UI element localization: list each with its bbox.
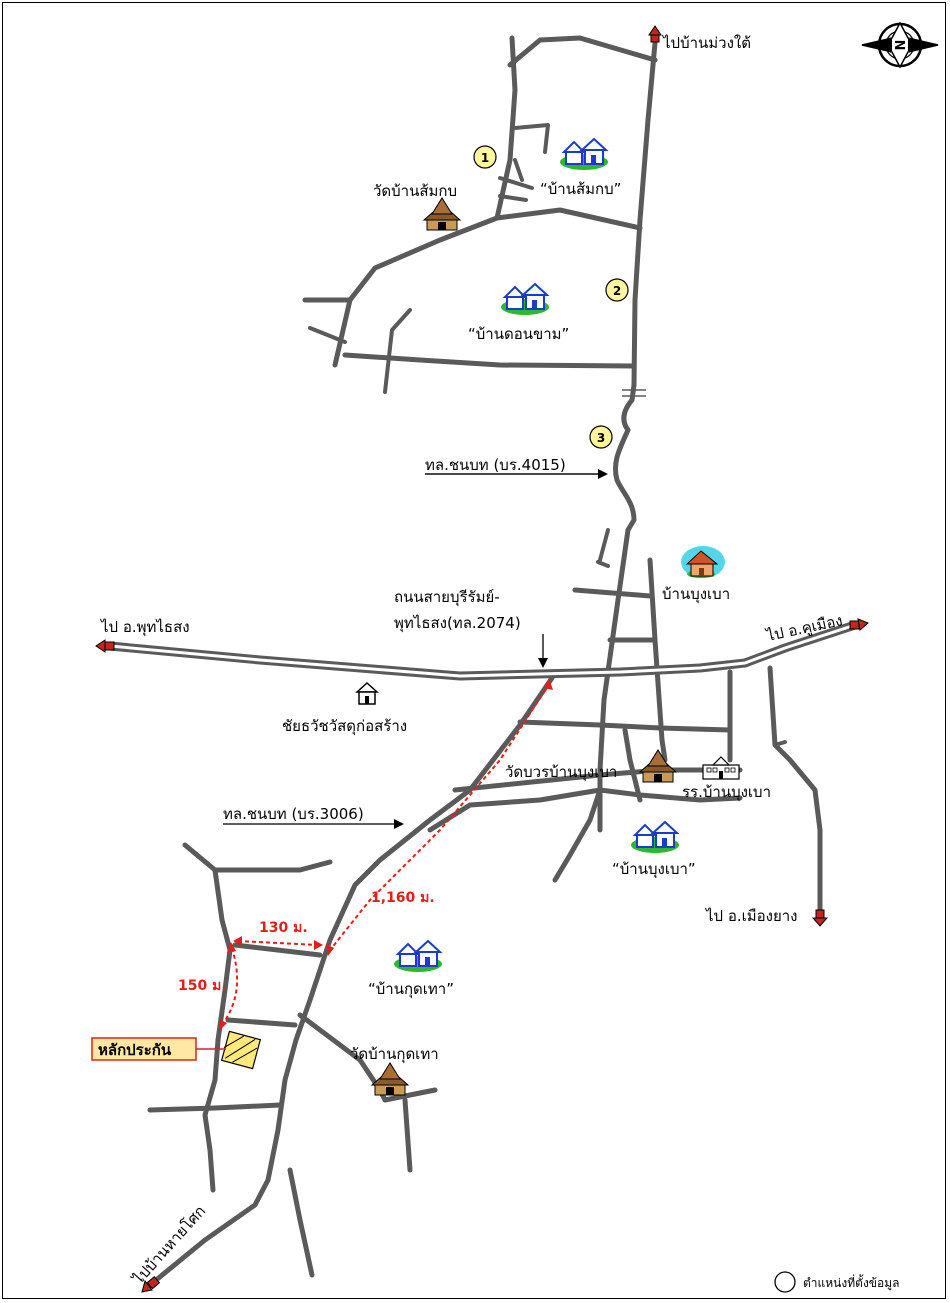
distance-1160-line [329, 683, 550, 951]
road-top-east [494, 207, 643, 231]
ban-donkham-label: “บ้านดอนขาม” [468, 325, 569, 343]
marker-2-label: 2 [613, 284, 621, 298]
distance-arrowhead [544, 678, 553, 690]
wat-bungbao-label: วัดบวรบ้านบุงเบา [505, 763, 617, 782]
road-kutthao-f [147, 1102, 283, 1113]
road-kutthao-b [202, 867, 233, 1193]
distance-arrowhead [314, 940, 323, 950]
road-kutthao-c [232, 942, 323, 958]
destination-arrows [95, 25, 869, 1293]
road-callouts [223, 469, 608, 829]
ban-bungbao-top-label: บ้านบุงเบา [662, 585, 730, 604]
road-kutthao-h [402, 1097, 413, 1173]
road-top-loop [332, 35, 518, 368]
road-4015-label: ทล.ชนบท (บร.4015) [425, 456, 566, 474]
collateral-label-box [91, 1037, 197, 1061]
marker-3: 3 [589, 425, 613, 449]
highway-2074 [105, 620, 860, 681]
collateral-parcel [91, 1030, 262, 1070]
distance-150-line [221, 947, 239, 1026]
ban-somkob-label: “บ้านส้มกบ” [540, 180, 621, 198]
compass-label: N [894, 40, 909, 51]
arrow-north-icon [648, 25, 662, 43]
marker-1-label: 1 [481, 151, 489, 165]
road-4015 [597, 382, 637, 833]
arrow-east-icon [849, 618, 869, 631]
legend-marker-icon [774, 1271, 796, 1293]
collateral-label: หลักประกัน [98, 1041, 172, 1059]
road-bungbao-side [596, 560, 610, 568]
building-icon [355, 681, 379, 705]
arrow-southwest-icon [141, 1276, 161, 1293]
legend: ตำแหน่งที่ตั้งข้อมูล [774, 1271, 899, 1293]
road-kutthao-d [225, 1017, 298, 1028]
road-donkham-side [383, 308, 412, 394]
chaiyarat-label: ชัยธวัชวัสดุก่อสร้าง [282, 717, 407, 736]
road-bungbao-v2 [622, 727, 643, 803]
distance-130-label: 130 ม. [259, 920, 308, 936]
arrow-west-icon [95, 639, 115, 653]
temple-icon [422, 197, 462, 231]
road-bungbao-h1 [517, 719, 733, 733]
distance-arrowhead [326, 944, 334, 956]
village-icon [501, 282, 550, 315]
compass-icon: N [861, 21, 939, 69]
road-top-side [498, 194, 528, 202]
wat-kutthao-label: วัดบ้านกุดเทา [350, 1045, 439, 1064]
ban-kutthao-label: “บ้านกุดเทา” [368, 980, 454, 999]
road-bungbao-h2 [452, 767, 743, 793]
village-icon [394, 939, 443, 972]
distance-arrowhead [227, 942, 236, 953]
marker-1: 1 [473, 145, 497, 169]
road-top-side [513, 123, 550, 154]
road-top-north [507, 35, 658, 68]
distance-130-line [237, 940, 319, 946]
marker-2: 2 [605, 278, 629, 302]
distance-lines [219, 678, 553, 1030]
wat-somkob-label: วัดบ้านส้มกบ [373, 182, 457, 200]
road-top-side [498, 176, 534, 190]
road-3006-label: ทล.ชนบท (บร.3006) [223, 805, 364, 823]
destination-southeast-label: ไป อ.เมืองยาง [705, 907, 798, 925]
road-donkham-south [342, 352, 637, 369]
ban-bungbao-label: “บ้านบุงเบา” [612, 860, 696, 879]
temple-icon [370, 1062, 410, 1096]
road-kutthao-i [382, 1087, 438, 1103]
house-icon [681, 546, 725, 578]
temple-icon [638, 749, 678, 783]
road-north [631, 29, 659, 388]
distance-arrowhead [233, 936, 242, 946]
road-kutthao-a [182, 842, 333, 873]
school-icon [702, 756, 740, 780]
legend-label: ตำแหน่งที่ตั้งข้อมูล [803, 1274, 899, 1291]
destination-north-label: ไปบ้านม่วงใต้ [662, 34, 751, 52]
road-bungbao-v1 [552, 787, 603, 883]
village-icon [560, 137, 609, 170]
road-3006 [147, 675, 555, 1288]
destination-west-label: ไป อ.พุทไธสง [100, 618, 190, 637]
distance-150-label: 150 ม. [178, 978, 227, 994]
road-meuangyang [767, 665, 823, 923]
road-bungbao-w1 [572, 587, 653, 599]
arrow-southeast-icon [811, 909, 829, 927]
marker-3-label: 3 [597, 431, 605, 445]
distance-1160-label: 1,160 ม. [371, 890, 435, 906]
school-bungbao-label: รร.บ้านบุงเบา [682, 783, 771, 802]
road-2074-label-2: พุทไธสง(ทล.2074) [394, 614, 521, 633]
distance-arrowhead [219, 1019, 227, 1030]
roads [105, 29, 860, 1288]
road-bungbao-east-a [647, 557, 668, 763]
highway-2074-inner [108, 623, 857, 678]
road-top-side [513, 158, 524, 182]
road-side [773, 740, 787, 747]
road-donkham-side [308, 326, 347, 344]
village-icon [631, 820, 680, 853]
road-2074-label-1: ถนนสายบุรีรัมย์- [394, 588, 500, 607]
road-kutthao-g [287, 1167, 315, 1278]
road-bungbao-side [598, 528, 610, 562]
